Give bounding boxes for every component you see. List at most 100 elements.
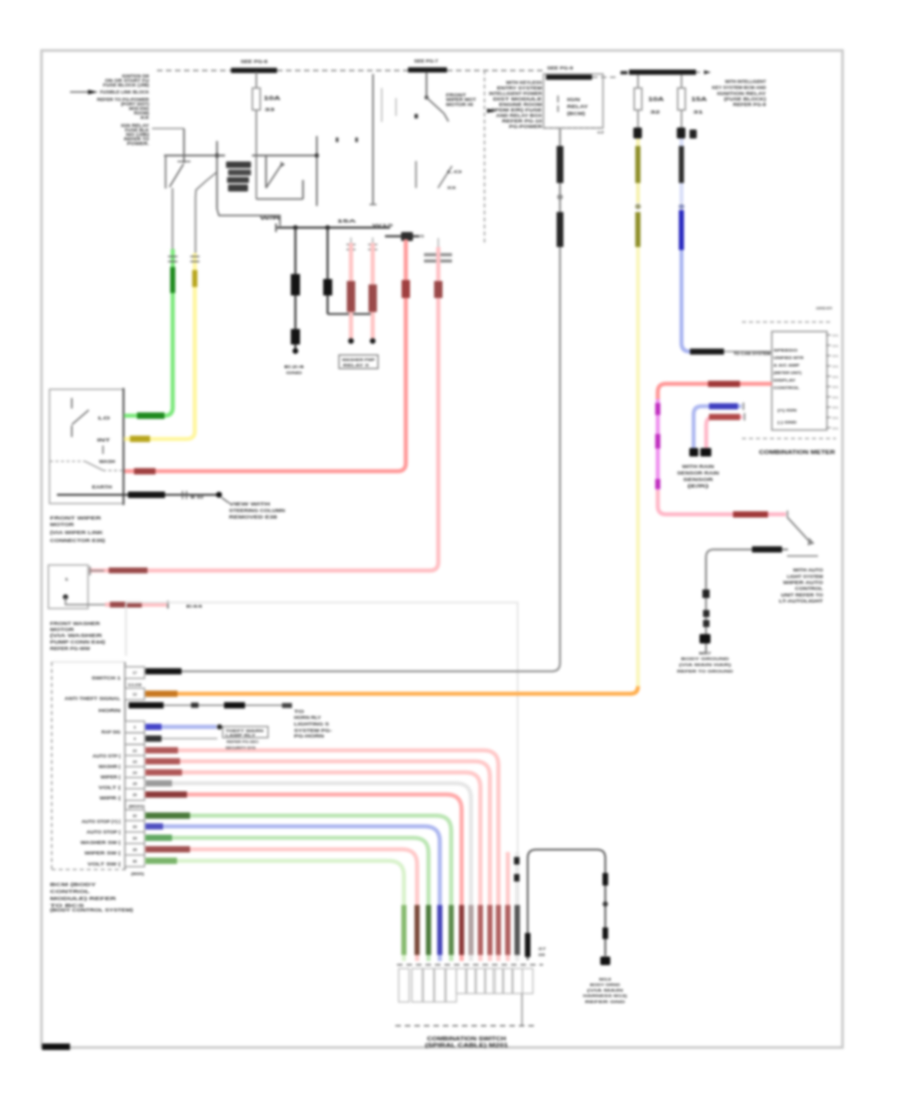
svg-text:UNIT REFER TO: UNIT REFER TO: [781, 593, 824, 598]
svg-text:12: 12: [133, 693, 137, 697]
svg-text:WIPER AUTO: WIPER AUTO: [783, 580, 824, 585]
svg-text:(-) GND: (-) GND: [778, 420, 797, 425]
svg-text:BODY GRND: BODY GRND: [590, 983, 620, 987]
svg-text:(SPIRAL CABLE) M201: (SPIRAL CABLE) M201: [425, 1043, 508, 1049]
svg-text:MODULE) REFER: MODULE) REFER: [50, 896, 117, 901]
svg-text:WASHR (: WASHR (: [99, 764, 122, 769]
svg-text:IGN: IGN: [567, 97, 580, 102]
svg-text:REFER PG-9: REFER PG-9: [733, 102, 767, 107]
svg-text:WIPER SW (: WIPER SW (: [85, 851, 122, 856]
svg-text:XX: XX: [447, 185, 457, 190]
svg-text:LAMP RLY: LAMP RLY: [226, 733, 257, 737]
svg-text:REFER PG-WW: REFER PG-WW: [50, 646, 91, 651]
svg-text:(FUSE BLOCK): (FUSE BLOCK): [724, 97, 767, 102]
svg-text:ON OR START FU: ON OR START FU: [105, 78, 149, 83]
svg-text:10A: 10A: [648, 97, 665, 103]
svg-text:25: 25: [133, 782, 137, 786]
svg-text:ANTI THEFT SIGNAL: ANTI THEFT SIGNAL: [65, 696, 122, 701]
svg-text:23: 23: [133, 760, 137, 764]
svg-text:MOTOR: MOTOR: [50, 522, 75, 527]
svg-text:VIEW WITH: VIEW WITH: [229, 502, 270, 507]
svg-text:SEE PG-6: SEE PG-6: [241, 59, 269, 64]
svg-text:INTELLIGENT POWER: INTELLIGENT POWER: [489, 91, 543, 96]
svg-text:NO (J/B): NO (J/B): [126, 132, 150, 137]
svg-text:21: 21: [833, 365, 840, 369]
svg-text:33: 33: [133, 825, 137, 829]
svg-text:21: 21: [833, 344, 840, 348]
svg-text:WIPR (: WIPR (: [100, 796, 122, 801]
svg-text:x2: x2: [597, 131, 604, 135]
svg-text:CONTROL: CONTROL: [795, 586, 824, 591]
svg-text:HORN RLY: HORN RLY: [294, 715, 321, 720]
svg-text:REFER TO PG-POWER: REFER TO PG-POWER: [97, 97, 150, 102]
svg-text:ENGINE ROOM: ENGINE ROOM: [499, 102, 543, 107]
svg-text:KEY SYSTEM BCM AND: KEY SYSTEM BCM AND: [712, 85, 766, 90]
svg-text:26: 26: [133, 793, 137, 797]
svg-text:AUTO STP (: AUTO STP (: [93, 754, 122, 759]
svg-text:(PORT DIST): (PORT DIST): [121, 102, 150, 107]
svg-text:(IPDM E/R) FUSE: (IPDM E/R) FUSE: [491, 108, 542, 113]
svg-text:FUSE BLK: FUSE BLK: [125, 128, 150, 133]
svg-text:17: 17: [133, 671, 137, 675]
svg-text:SPEEDO: SPEEDO: [774, 348, 798, 353]
svg-text:21: 21: [833, 375, 840, 379]
svg-text:(+) IGN: (+) IGN: [778, 408, 797, 413]
svg-text:LO: LO: [447, 169, 462, 174]
svg-text:E44: E44: [186, 603, 204, 608]
svg-text:1: 1: [65, 578, 69, 582]
svg-text:TO BCS: TO BCS: [50, 903, 84, 908]
svg-text:RELAY: RELAY: [567, 104, 588, 109]
svg-text:REFER PG-SEC: REFER PG-SEC: [227, 740, 259, 744]
svg-text:3: 3: [134, 726, 136, 730]
svg-text:WASHER SW (: WASHER SW (: [81, 840, 122, 845]
svg-text:LO: LO: [98, 415, 111, 420]
svg-text:IGN RELAY: IGN RELAY: [121, 123, 149, 128]
svg-text:FUSIBLE LINK BLOCK: FUSIBLE LINK BLOCK: [100, 90, 150, 95]
svg-text:HARNESS M13): HARNESS M13): [583, 994, 628, 998]
svg-text:(M101): (M101): [129, 803, 146, 808]
svg-text:DIST MODULE: DIST MODULE: [493, 97, 542, 102]
svg-text:22: 22: [133, 749, 137, 753]
svg-text:CONNECTOR E35): CONNECTOR E35): [50, 538, 106, 543]
svg-text:1128: 1128: [128, 683, 142, 687]
svg-text:W15: W15: [372, 223, 393, 227]
svg-text:REFER TO GROUND: REFER TO GROUND: [677, 669, 733, 674]
svg-text:LT-AUTOLIGHT: LT-AUTOLIGHT: [779, 599, 824, 604]
svg-text:WITH RAIN: WITH RAIN: [682, 464, 714, 469]
svg-text:IGNITION SW: IGNITION SW: [122, 74, 150, 79]
svg-text:THEFT WARN: THEFT WARN: [226, 729, 265, 733]
svg-text:MOTOR HI: MOTOR HI: [446, 102, 473, 107]
svg-text:AND RELAY BOX: AND RELAY BOX: [496, 113, 542, 118]
svg-text:ROOM): ROOM): [134, 111, 150, 116]
svg-text:UNIFIED MTR: UNIFIED MTR: [774, 355, 804, 360]
svg-text:CONTROL: CONTROL: [50, 889, 91, 894]
svg-text:IGNITION RELAY: IGNITION RELAY: [717, 91, 766, 96]
svg-text:21: 21: [833, 334, 840, 338]
svg-text:(METER UNIT): (METER UNIT): [774, 370, 803, 375]
svg-text:(VIA MAIN: (VIA MAIN: [587, 989, 623, 993]
svg-text:SYSTEM PG-: SYSTEM PG-: [294, 728, 333, 733]
svg-text:SENSOR RAIN: SENSOR RAIN: [677, 471, 719, 476]
svg-text:REFER TO: REFER TO: [124, 137, 150, 142]
svg-text:36: 36: [133, 859, 137, 863]
svg-text:PG-POWER: PG-POWER: [509, 124, 543, 129]
svg-text:(VIA MAIN HAR): (VIA MAIN HAR): [679, 662, 732, 667]
svg-text:VOLT SW (: VOLT SW (: [88, 862, 122, 867]
svg-text:REFER PG-10: REFER PG-10: [502, 119, 543, 124]
svg-text:24: 24: [133, 771, 138, 775]
svg-text:COMBINATION SWITCH: COMBINATION SWITCH: [427, 1037, 507, 1043]
svg-text:35: 35: [133, 848, 137, 852]
svg-text:(BCM): (BCM): [567, 111, 586, 116]
svg-text:WITH KEYLESS: WITH KEYLESS: [506, 80, 542, 85]
svg-text:& A/C AMP: & A/C AMP: [774, 363, 800, 368]
svg-text:RELAY X: RELAY X: [343, 363, 370, 367]
svg-text:34: 34: [133, 836, 138, 840]
svg-text:WASH: WASH: [99, 459, 115, 464]
svg-text:POWER.: POWER.: [127, 141, 149, 146]
svg-text:WITH INTELLIGENT: WITH INTELLIGENT: [725, 79, 766, 84]
svg-text:WITH AUTO: WITH AUTO: [793, 568, 824, 573]
svg-text:PG-HORN: PG-HORN: [294, 734, 324, 739]
svg-text:LIGHT SYSTEM: LIGHT SYSTEM: [787, 574, 824, 579]
svg-text:(M30): (M30): [131, 871, 145, 876]
svg-text:4: 4: [134, 737, 137, 741]
